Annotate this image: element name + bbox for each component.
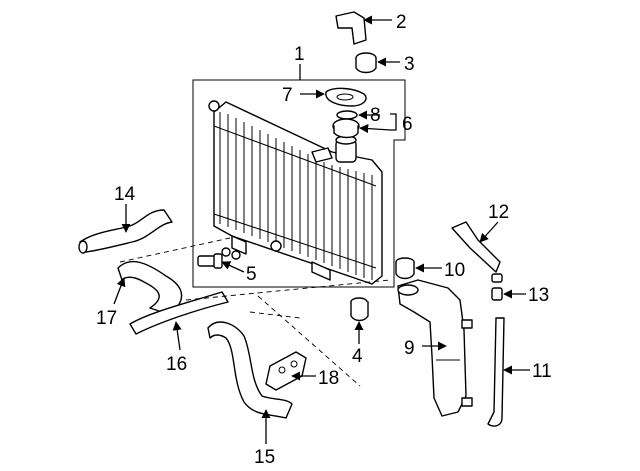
callout-1: 1 [294,44,305,65]
callout-10: 10 [444,260,465,281]
part-11-overflow-hose [487,317,505,427]
callout-16: 16 [166,354,187,375]
callout-18: 18 [318,368,339,389]
part-2-bracket [335,11,367,45]
callout-4: 4 [352,346,363,367]
part-13-clamp [491,273,503,301]
part-15-lower-hose [207,321,293,419]
part-17-lower-hose [117,260,183,313]
callout-3: 3 [404,54,415,75]
callout-11: 11 [532,361,552,382]
part-12-reservoir-hose [451,221,501,273]
callout-6: 6 [402,114,413,135]
part-8-seal [336,110,358,120]
callout-15: 15 [254,447,275,468]
callout-13: 13 [528,285,549,306]
part-10-bushing [395,257,415,280]
radiator-small-fittings [221,247,241,260]
leader-lines [113,15,530,444]
part-9-reservoir-tank [397,279,473,417]
callout-12: 12 [488,202,509,223]
callout-8: 8 [370,105,381,126]
callout-2: 2 [396,12,407,33]
part-16-bypass-hose [129,291,229,335]
callout-5: 5 [246,264,257,285]
callout-14: 14 [114,184,136,205]
part-7-gasket [325,87,367,107]
callout-17: 17 [96,308,117,329]
part-5-drain-plug [197,253,223,269]
radiator-fins [213,112,377,280]
part-3-bushing [355,52,377,74]
part-18-bracket [265,351,307,391]
radiator [208,100,383,285]
callout-9: 9 [404,338,415,359]
radiator-assembly-frame [192,79,406,288]
radiator-cap [332,118,360,139]
dashed-reference-lines [119,237,391,387]
part-4-bushing [350,297,369,322]
callout-7: 7 [282,85,293,106]
